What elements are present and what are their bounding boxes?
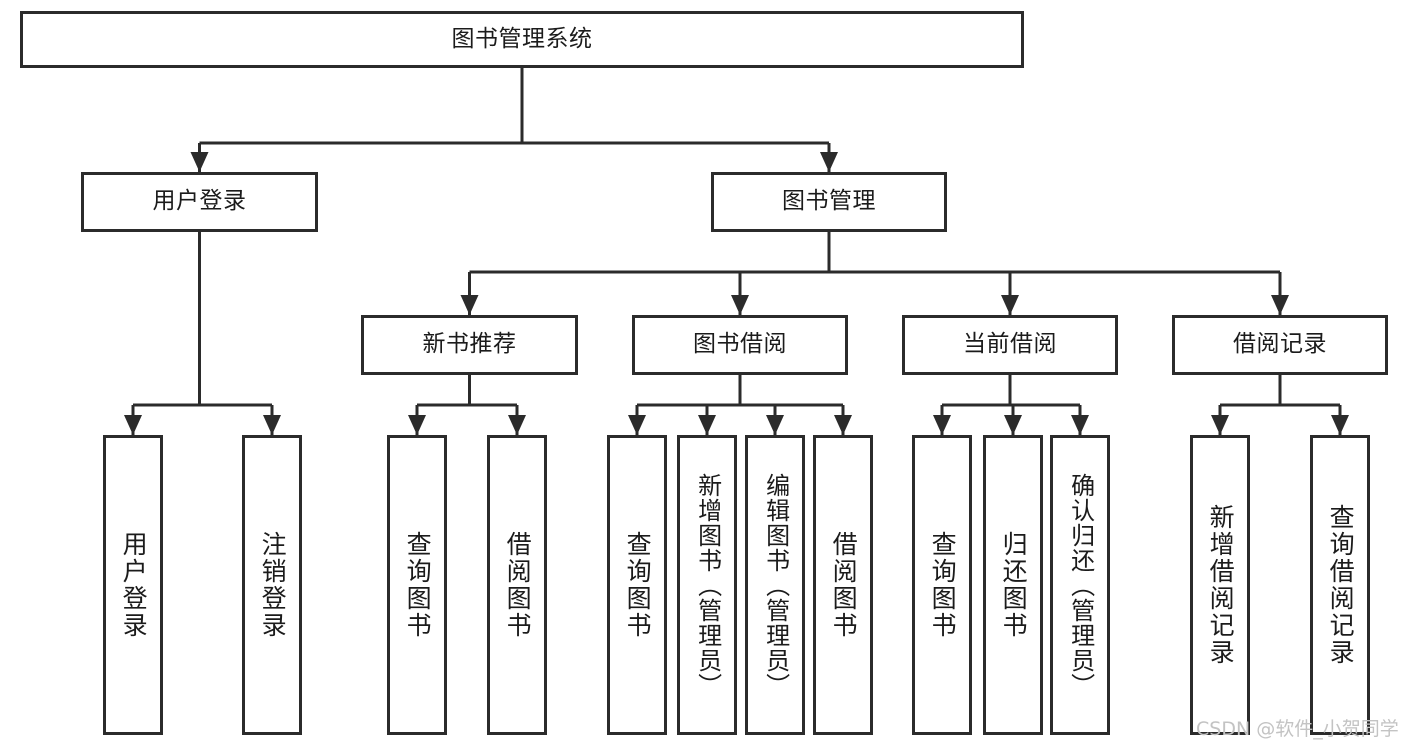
leaf-confirm-return-admin[interactable]: 确认归还（管理员） xyxy=(1050,435,1110,735)
leaf-borrow-book-recommend-label: 借阅图书 xyxy=(503,531,533,639)
node-new-book-recommend[interactable]: 新书推荐 xyxy=(361,315,578,375)
leaf-add-book-admin-label: 新增图书（管理员） xyxy=(693,472,722,698)
node-book-management[interactable]: 图书管理 xyxy=(711,172,947,232)
node-book-management-label: 图书管理 xyxy=(782,188,876,215)
node-borrow-record-label: 借阅记录 xyxy=(1233,331,1327,358)
leaf-edit-book-admin-label: 编辑图书（管理员） xyxy=(761,472,790,698)
leaf-add-borrow-record[interactable]: 新增借阅记录 xyxy=(1190,435,1250,735)
node-current-borrow-label: 当前借阅 xyxy=(963,331,1057,358)
node-book-borrow[interactable]: 图书借阅 xyxy=(632,315,848,375)
leaf-return-book-label: 归还图书 xyxy=(999,531,1029,639)
leaf-user-login[interactable]: 用户登录 xyxy=(103,435,163,735)
leaf-user-login-label: 用户登录 xyxy=(119,531,149,639)
leaf-add-book-admin[interactable]: 新增图书（管理员） xyxy=(677,435,737,735)
node-current-borrow[interactable]: 当前借阅 xyxy=(902,315,1118,375)
leaf-borrow-book[interactable]: 借阅图书 xyxy=(813,435,873,735)
node-root-label: 图书管理系统 xyxy=(451,25,593,52)
leaf-query-borrow-record[interactable]: 查询借阅记录 xyxy=(1310,435,1370,735)
leaf-query-book-recommend[interactable]: 查询图书 xyxy=(387,435,447,735)
leaf-return-book[interactable]: 归还图书 xyxy=(983,435,1043,735)
leaf-query-book-recommend-label: 查询图书 xyxy=(403,531,433,639)
leaf-query-book-borrow-label: 查询图书 xyxy=(623,531,653,639)
node-root[interactable]: 图书管理系统 xyxy=(20,11,1024,68)
leaf-edit-book-admin[interactable]: 编辑图书（管理员） xyxy=(745,435,805,735)
csdn-watermark: CSDN @软件_小贺同学 xyxy=(1196,718,1399,740)
leaf-add-borrow-record-label: 新增借阅记录 xyxy=(1206,504,1236,666)
node-user-login-label: 用户登录 xyxy=(152,188,247,215)
leaf-query-borrow-record-label: 查询借阅记录 xyxy=(1326,504,1356,666)
leaf-borrow-book-recommend[interactable]: 借阅图书 xyxy=(487,435,547,735)
leaf-logout-label: 注销登录 xyxy=(258,531,288,639)
leaf-borrow-book-label: 借阅图书 xyxy=(829,531,859,639)
node-new-book-recommend-label: 新书推荐 xyxy=(422,331,517,358)
leaf-query-book-current-label: 查询图书 xyxy=(928,531,958,639)
leaf-query-book-current[interactable]: 查询图书 xyxy=(912,435,972,735)
node-book-borrow-label: 图书借阅 xyxy=(693,331,787,358)
leaf-confirm-return-admin-label: 确认归还（管理员） xyxy=(1066,472,1095,698)
leaf-query-book-borrow[interactable]: 查询图书 xyxy=(607,435,667,735)
node-user-login[interactable]: 用户登录 xyxy=(81,172,318,232)
leaf-logout[interactable]: 注销登录 xyxy=(242,435,302,735)
node-borrow-record[interactable]: 借阅记录 xyxy=(1172,315,1388,375)
